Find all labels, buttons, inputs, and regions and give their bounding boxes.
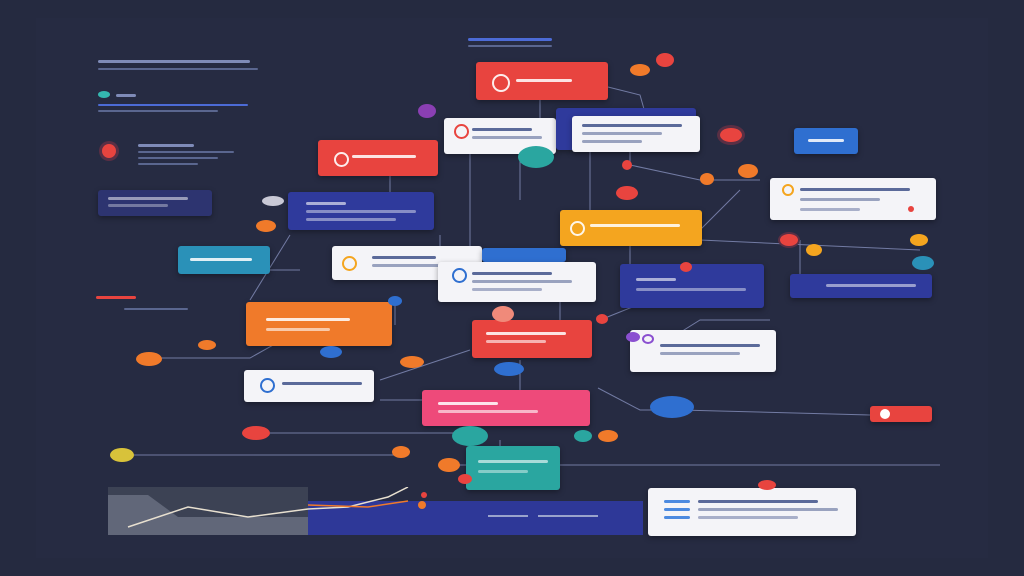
node-dot-31 — [110, 448, 134, 462]
node-dot-27 — [574, 430, 592, 442]
node-dot-5 — [518, 146, 554, 168]
node-dot-2 — [656, 53, 674, 67]
node-dot-21 — [198, 340, 216, 350]
node-dot-7 — [700, 173, 714, 185]
white-left-low-card[interactable] — [244, 370, 374, 402]
chart-line — [127, 487, 409, 528]
node-dot-4 — [720, 128, 742, 142]
left-red-text-line — [96, 296, 136, 299]
yellow-center-card[interactable] — [560, 210, 702, 246]
node-dot-20 — [626, 332, 640, 342]
orange-left-card[interactable] — [246, 302, 392, 346]
left-text-line-2 — [138, 144, 194, 147]
white-top-right-card[interactable] — [572, 116, 700, 152]
white-right-low-card[interactable] — [630, 330, 776, 372]
node-dot-8 — [738, 164, 758, 178]
navy-far-right-card[interactable] — [790, 274, 932, 298]
node-dot-35 — [758, 480, 776, 490]
red-top-card[interactable] — [476, 62, 608, 100]
header-text-line — [98, 60, 250, 63]
node-dot-1 — [630, 64, 650, 76]
node-dot-16 — [680, 262, 692, 272]
white-right-card[interactable] — [770, 178, 936, 220]
node-dot-32 — [392, 446, 410, 458]
node-dot-6 — [622, 160, 632, 170]
left-text-subline-2 — [98, 110, 218, 112]
navy-mid-left-card[interactable] — [288, 192, 434, 230]
left-text-subline-5 — [138, 163, 198, 165]
node-dot-22 — [320, 346, 342, 358]
white-bottom-right-card[interactable] — [648, 488, 856, 536]
navy-right-card[interactable] — [620, 264, 764, 308]
node-dot-28 — [598, 430, 618, 442]
chart-area-shape — [108, 495, 308, 535]
chart-legend-bar-1 — [488, 515, 528, 517]
node-dot-14 — [910, 234, 928, 246]
blue-badge-card[interactable] — [794, 128, 858, 154]
teal-low-card[interactable] — [466, 446, 560, 490]
node-dot-30 — [452, 426, 488, 446]
left-text-subline-1 — [98, 104, 248, 106]
node-dot-11 — [256, 220, 276, 232]
node-dot-34 — [458, 474, 472, 484]
red-ring-node — [102, 144, 116, 158]
node-dot-26 — [650, 396, 694, 418]
node-dot-10 — [262, 196, 284, 206]
red-small-flag[interactable] — [870, 406, 932, 422]
node-dot-23 — [136, 352, 162, 366]
navy-left-strip — [98, 190, 212, 216]
teal-indicator-dot — [98, 91, 110, 98]
red-left-card[interactable] — [318, 140, 438, 176]
left-text-subline-3 — [138, 151, 234, 153]
teal-left-node[interactable] — [178, 246, 270, 274]
node-dot-18 — [492, 306, 514, 322]
node-dot-29 — [242, 426, 270, 440]
node-dot-12 — [780, 234, 798, 246]
top-center-text-subline — [468, 45, 552, 47]
bottom-chart-strip — [108, 487, 643, 535]
node-dot-3 — [418, 104, 436, 118]
white-center-card[interactable] — [438, 262, 596, 302]
node-dot-13 — [806, 244, 822, 256]
red-center-card[interactable] — [472, 320, 592, 358]
node-dot-17 — [388, 296, 402, 306]
left-text-subline-4 — [138, 157, 218, 159]
node-dot-19 — [596, 314, 608, 324]
chart-point-1 — [418, 501, 426, 509]
chart-legend-bar-2 — [538, 515, 598, 517]
node-dot-24 — [400, 356, 424, 368]
left-text-line-1 — [116, 94, 136, 97]
left-text-subline-6 — [124, 308, 188, 310]
pink-center-card[interactable] — [422, 390, 590, 426]
node-dot-15 — [912, 256, 934, 270]
node-dot-33 — [438, 458, 460, 472]
chart-orange-line — [307, 500, 409, 508]
chart-point-2 — [421, 492, 427, 498]
node-dot-9 — [616, 186, 638, 200]
header-text-subline — [98, 68, 258, 70]
node-dot-25 — [494, 362, 524, 376]
blue-center-strip — [482, 248, 566, 262]
top-center-text-line — [468, 38, 552, 41]
